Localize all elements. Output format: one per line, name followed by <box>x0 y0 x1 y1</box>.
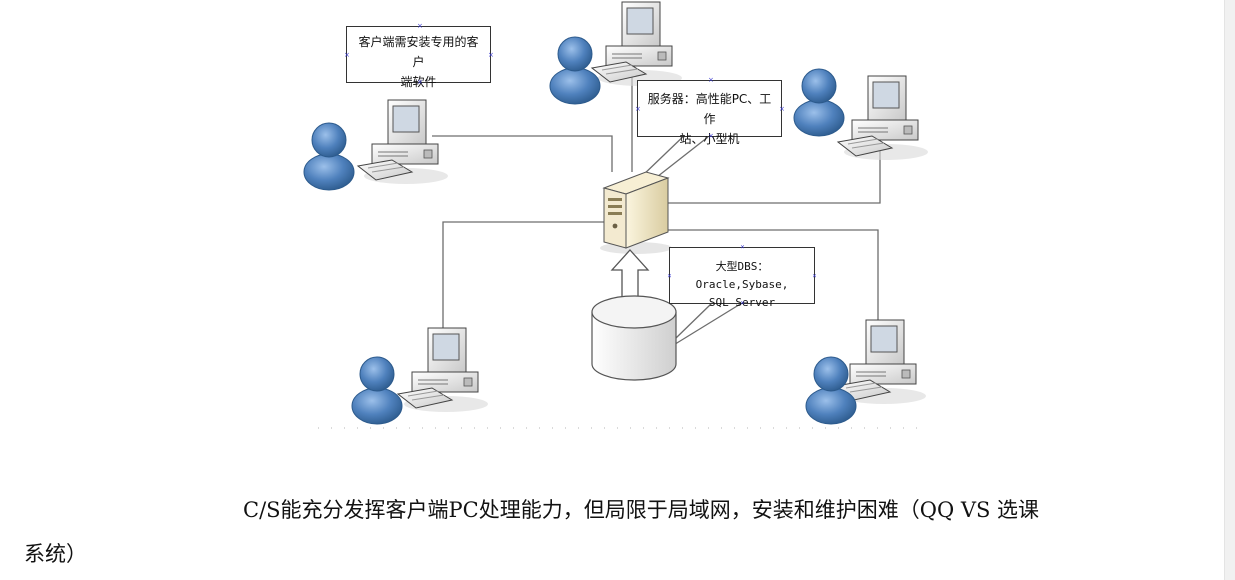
server-icon <box>600 171 672 254</box>
line-bottom-left <box>442 221 610 330</box>
line-top-right <box>664 140 881 204</box>
paragraph-line-2: 系统） <box>24 542 87 566</box>
client-bottom-right <box>805 319 927 425</box>
paragraph-line: C/S能充分发挥客户端PC处理能力，但局限于局域网，安装和维护困难（QQ VS … <box>24 488 1184 532</box>
computer-icon <box>357 99 449 185</box>
user-icon <box>793 68 845 137</box>
user-icon <box>303 122 355 191</box>
pointer-db-2 <box>675 302 713 339</box>
line-bottom-right <box>664 229 879 320</box>
cs-architecture-diagram: 客户端需安装专用的客户 端软件 服务器：高性能PC、工作 站、小型机 大型DBS… <box>0 0 1235 440</box>
client-top-left <box>303 99 449 191</box>
computer-icon <box>837 75 929 161</box>
pointer-db-1 <box>671 302 743 347</box>
diagram-canvas <box>303 1 929 429</box>
callout-text-line: 大型DBS：Oracle,Sybase, <box>695 260 789 291</box>
database-icon <box>591 295 677 381</box>
client-top-right <box>793 68 929 161</box>
computer-icon <box>397 327 489 413</box>
paragraph-line-1: C/S能充分发挥客户端PC处理能力，但局限于局域网，安装和维护困难（QQ VS … <box>243 498 1040 522</box>
computer-icon <box>835 319 927 405</box>
user-icon <box>549 36 601 105</box>
computer-icon <box>591 1 683 87</box>
user-icon <box>351 356 403 425</box>
pointer-server-2 <box>639 129 691 179</box>
client-software-callout: 客户端需安装专用的客户 端软件 <box>346 26 491 89</box>
body-paragraph: C/S能充分发挥客户端PC处理能力，但局限于局域网，安装和维护困难（QQ VS … <box>24 488 1184 576</box>
server-callout: 服务器：高性能PC、工作 站、小型机 <box>637 80 782 146</box>
callout-text-line: 服务器：高性能PC、工作 <box>647 92 772 126</box>
line-top-left <box>432 135 613 172</box>
client-bottom-left <box>351 327 489 425</box>
database-callout: 大型DBS：Oracle,Sybase, SQL Server <box>669 247 815 309</box>
callout-text-line: 客户端需安装专用的客户 <box>358 35 479 69</box>
vertical-scrollbar[interactable] <box>1224 0 1235 580</box>
